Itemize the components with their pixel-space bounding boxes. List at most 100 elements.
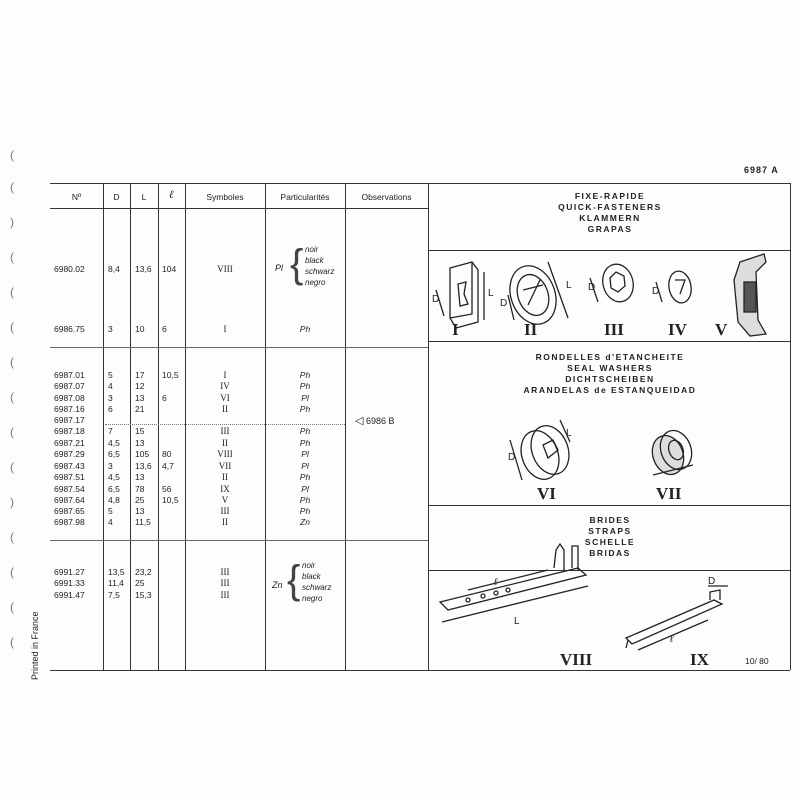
binder-hole-mark: (	[10, 285, 14, 299]
dim-label-l: L	[566, 280, 572, 291]
cell-sym: III	[220, 426, 230, 436]
binder-hole-mark: (	[10, 320, 14, 334]
cell-l: 25	[135, 578, 145, 588]
cell-d: 7	[108, 426, 113, 436]
cell-no: 6991.47	[54, 590, 85, 600]
fastener-v-drawing	[733, 253, 768, 337]
cell-no: 6987.07	[54, 381, 85, 391]
cell-no: 6987.16	[54, 404, 85, 414]
cell-d: 3	[108, 393, 113, 403]
color-note: noir black schwarz negro	[302, 560, 331, 604]
material-code: Zn	[272, 580, 283, 590]
cell-l: 10	[135, 324, 145, 334]
seal-washer-vii-drawing	[651, 429, 694, 476]
dim-label-d: D	[500, 298, 507, 309]
dim-label-d: D	[708, 576, 715, 587]
cell-part: Ph	[299, 381, 311, 391]
cell-ell: 56	[162, 484, 172, 494]
cell-d: 5	[108, 506, 113, 516]
cell-l: 13,6	[135, 264, 152, 274]
technical-drawings: D L D L D D D L L ℓ ℓ D	[432, 253, 768, 651]
binder-hole-mark: (	[10, 530, 14, 544]
cell-l: 12	[135, 381, 145, 391]
dim-label-l: L	[514, 616, 520, 627]
cell-l: 13	[135, 438, 145, 448]
col-header-observations: Observations	[361, 192, 412, 202]
cell-l: 78	[135, 484, 145, 494]
cell-ell: 6	[162, 324, 167, 334]
cell-no: 6987.08	[54, 393, 85, 403]
color-en: black	[302, 572, 321, 581]
cell-no: 6987.01	[54, 370, 85, 380]
dim-label-l: L	[566, 428, 572, 439]
dim-label-d: D	[432, 294, 439, 305]
cell-ell: 10,5	[162, 495, 179, 505]
cell-part: Ph	[299, 404, 311, 414]
fastener-iii-drawing	[589, 263, 634, 303]
cell-sym: II	[222, 472, 228, 482]
cell-no: 6987.43	[54, 461, 85, 471]
cell-sym: VII	[218, 461, 232, 471]
cell-part: Pl	[301, 461, 309, 471]
dim-label-d: D	[652, 286, 659, 297]
title-de: KLAMMERN	[579, 213, 641, 223]
cell-no: 6987.54	[54, 484, 85, 494]
cell-sym: IX	[220, 484, 230, 494]
page-number: 10/ 80	[745, 656, 769, 666]
cell-ell: 6	[162, 393, 167, 403]
binder-hole-mark: (	[10, 565, 14, 579]
cell-no: 6987.21	[54, 438, 85, 448]
cell-d: 6	[108, 404, 113, 414]
row-divider	[105, 424, 345, 425]
cell-d: 4,8	[108, 495, 120, 505]
cell-d: 3	[108, 461, 113, 471]
cell-no: 6986.75	[54, 324, 85, 334]
binder-hole-mark: (	[10, 390, 14, 404]
cell-l: 13	[135, 393, 145, 403]
section-title-fasteners: FIXE-RAPIDE QUICK-FASTENERS KLAMMERN GRA…	[430, 191, 790, 235]
printed-in-france: Printed in France	[30, 611, 40, 680]
cell-d: 7,5	[108, 590, 120, 600]
cell-part: Pl	[301, 449, 309, 459]
cell-d: 4	[108, 517, 113, 527]
dim-label-d: D	[588, 282, 595, 293]
color-fr: noir	[302, 561, 316, 570]
cell-no: 6987.65	[54, 506, 85, 516]
cell-sym: III	[220, 567, 230, 577]
cell-l: 13	[135, 472, 145, 482]
cell-ell: 4,7	[162, 461, 174, 471]
cell-part: Pl	[301, 393, 309, 403]
cell-d: 5	[108, 370, 113, 380]
cell-d: 3	[108, 324, 113, 334]
binder-hole-mark: (	[10, 180, 14, 194]
title-en: STRAPS	[588, 526, 632, 536]
color-es: negro	[302, 594, 323, 603]
cell-d: 6,5	[108, 449, 120, 459]
figure-label: V	[715, 320, 728, 339]
figure-label: IV	[668, 320, 687, 339]
cell-d: 4,5	[108, 472, 120, 482]
cell-no: 6991.27	[54, 567, 85, 577]
cell-l: 17	[135, 370, 145, 380]
cell-no: 6987.29	[54, 449, 85, 459]
figure-label: VIII	[560, 650, 593, 669]
cell-sym: III	[220, 590, 230, 600]
cell-part: Ph	[299, 506, 311, 516]
figure-label: VII	[656, 484, 682, 503]
figure-label: I	[452, 320, 459, 339]
cell-part: Ph	[299, 472, 311, 482]
color-note: noir black schwarz negro	[305, 244, 334, 288]
cell-l: 13,6	[135, 461, 152, 471]
cell-ell: 104	[162, 264, 177, 274]
title-en: SEAL WASHERS	[567, 363, 653, 373]
cell-no: 6987.17	[54, 415, 85, 425]
section-title-seal-washers: RONDELLES d'ETANCHEITE SEAL WASHERS DICH…	[430, 352, 790, 396]
dim-label-ell: ℓ	[493, 577, 498, 588]
figure-label: III	[604, 320, 624, 339]
cell-no: 6991.33	[54, 578, 85, 588]
color-de: schwarz	[302, 583, 332, 592]
binder-hole-mark: (	[10, 600, 14, 614]
cell-no: 6987.64	[54, 495, 85, 505]
cell-d: 6,5	[108, 484, 120, 494]
dim-label-l: L	[488, 288, 494, 299]
